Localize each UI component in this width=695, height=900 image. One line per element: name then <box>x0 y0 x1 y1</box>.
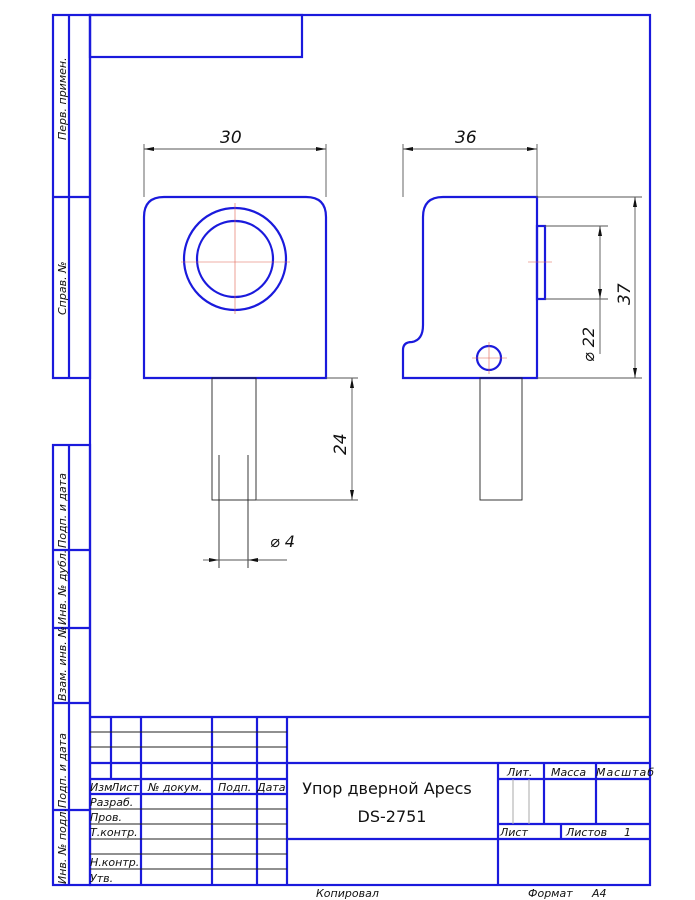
label-vzam-inv: Взам. инв. № <box>56 626 69 701</box>
label-perv-primen: Перв. примен. <box>56 57 69 140</box>
title-block: Изм Лист № докум. Подп. Дата Разраб. Про… <box>90 715 654 900</box>
label-inv-dubl: Инв. № дубл. <box>56 550 69 625</box>
drawing-number: DS-2751 <box>358 807 427 826</box>
drawing-title: Упор дверной Apecs <box>302 779 472 798</box>
label-list: Лист <box>499 826 528 839</box>
label-listov: Листов <box>565 826 607 839</box>
side-view: 36 ⌀ 22 37 <box>401 128 642 501</box>
dim-side-width: 36 <box>455 128 477 148</box>
label-format: Формат <box>528 887 573 900</box>
stem-side <box>479 377 523 501</box>
dim-stem-length: 24 <box>331 433 351 455</box>
top-left-box <box>88 13 304 59</box>
col-podp: Подп. <box>218 781 251 794</box>
dim-height: 37 <box>615 283 635 305</box>
col-list: Лист <box>110 781 139 794</box>
dim-stem-diameter: ⌀ 4 <box>270 532 295 551</box>
label-masshtab: Масштаб <box>596 766 654 779</box>
format-value: A4 <box>591 887 607 900</box>
col-izm: Изм <box>90 781 112 794</box>
col-doc: № докум. <box>147 781 202 794</box>
label-kopiroval: Копировал <box>316 887 379 900</box>
side-strip-labels: Перв. примен. Справ. № Подп. и дата Инв.… <box>56 57 69 884</box>
row-prov: Пров. <box>90 811 122 824</box>
label-lit: Лит. <box>506 766 532 779</box>
row-tkontr: Т.контр. <box>90 826 138 839</box>
row-utv: Утв. <box>90 872 113 885</box>
dim-front-width: 30 <box>220 128 242 148</box>
row-razrab: Разраб. <box>90 796 133 809</box>
listov-value: 1 <box>624 826 631 839</box>
flange <box>535 224 547 301</box>
label-massa: Масса <box>551 766 586 779</box>
sheet-frame <box>51 13 652 887</box>
label-inv-podl: Инв. № подл. <box>56 808 69 884</box>
row-nkontr: Н.контр. <box>90 856 139 869</box>
front-view: 30 24 ⌀ 4 <box>142 128 358 568</box>
col-data: Дата <box>256 781 286 794</box>
label-podp-data-2: Подп. и дата <box>56 733 69 808</box>
dim-flange-diameter: ⌀ 22 <box>579 327 598 362</box>
label-sprav-no: Справ. № <box>56 261 69 315</box>
label-podp-data-1: Подп. и дата <box>56 473 69 548</box>
stem <box>211 377 257 501</box>
